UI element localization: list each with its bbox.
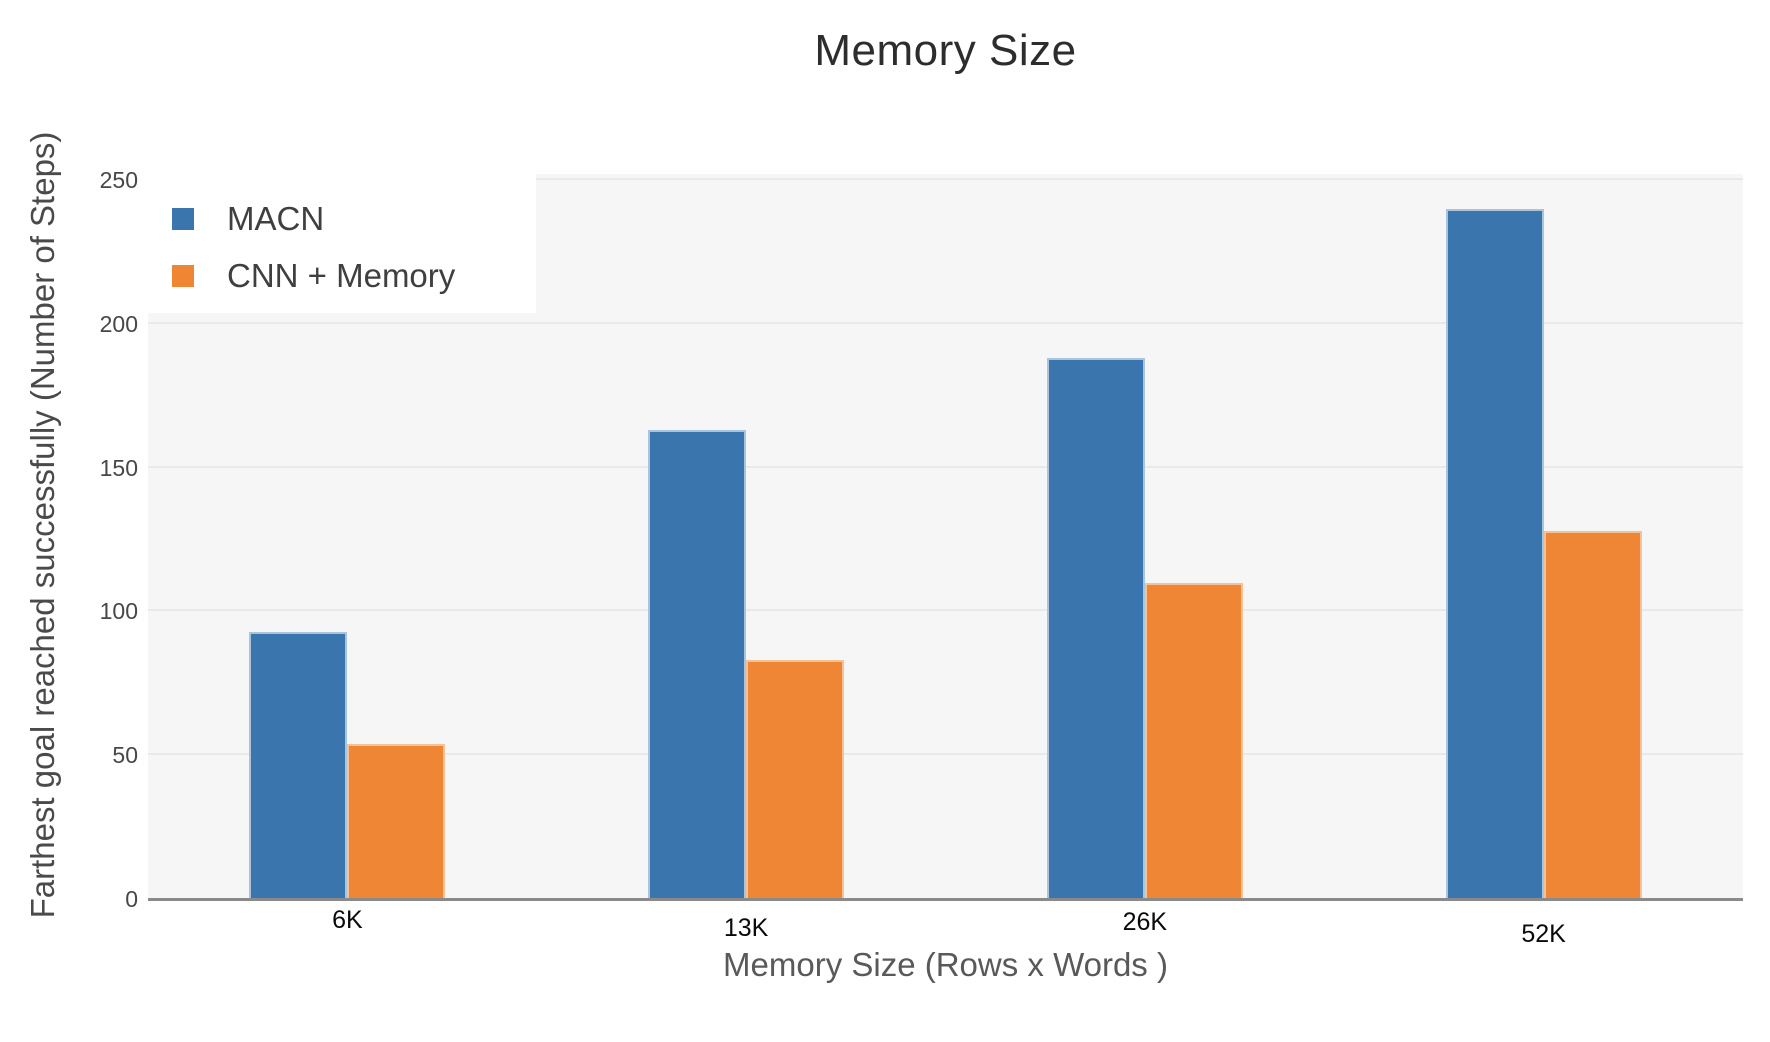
gridline-y-50 bbox=[148, 753, 1743, 756]
bar-cnn-memory-52k bbox=[1543, 531, 1642, 899]
y-tick-label-200: 200 bbox=[99, 310, 138, 337]
y-tick-label-50: 50 bbox=[112, 742, 138, 769]
legend-swatch-cnn-memory bbox=[172, 265, 194, 287]
legend-label-macn: MACN bbox=[227, 200, 325, 237]
bar-cnn-memory-6k bbox=[347, 744, 446, 899]
x-tick-label-6k: 6K bbox=[332, 906, 363, 934]
bar-macn-13k bbox=[648, 430, 747, 899]
bar-cnn-memory-26k bbox=[1144, 583, 1243, 899]
x-axis-title: Memory Size (Rows x Words ) bbox=[723, 946, 1168, 983]
bar-macn-6k bbox=[249, 632, 348, 899]
legend-label-cnn-memory: CNN + Memory bbox=[227, 257, 456, 294]
x-tick-label-13k: 13K bbox=[723, 914, 769, 942]
gridline-y-100 bbox=[148, 609, 1743, 612]
gridline-y-250 bbox=[148, 178, 1743, 180]
bar-macn-52k bbox=[1445, 209, 1544, 899]
legend-swatch-macn bbox=[172, 208, 194, 230]
chart-title: Memory Size bbox=[814, 26, 1077, 75]
y-tick-label-0: 0 bbox=[125, 886, 138, 912]
legend-item-macn: MACN bbox=[172, 194, 536, 244]
gridline-y-150 bbox=[148, 465, 1743, 468]
legend: MACN CNN + Memory bbox=[148, 174, 536, 313]
legend-item-cnn-memory: CNN + Memory bbox=[172, 251, 536, 301]
bar-macn-26k bbox=[1046, 358, 1145, 899]
y-tick-label-100: 100 bbox=[99, 598, 138, 625]
plot-area bbox=[148, 174, 1743, 901]
x-tick-label-26k: 26K bbox=[1122, 908, 1168, 936]
y-tick-label-150: 150 bbox=[99, 454, 138, 481]
x-axis-line bbox=[148, 898, 1743, 901]
bar-cnn-memory-13k bbox=[746, 660, 845, 899]
x-tick-label-52k: 52K bbox=[1521, 920, 1566, 948]
y-tick-label-250: 250 bbox=[99, 167, 138, 193]
gridline-y-200 bbox=[148, 321, 1743, 324]
